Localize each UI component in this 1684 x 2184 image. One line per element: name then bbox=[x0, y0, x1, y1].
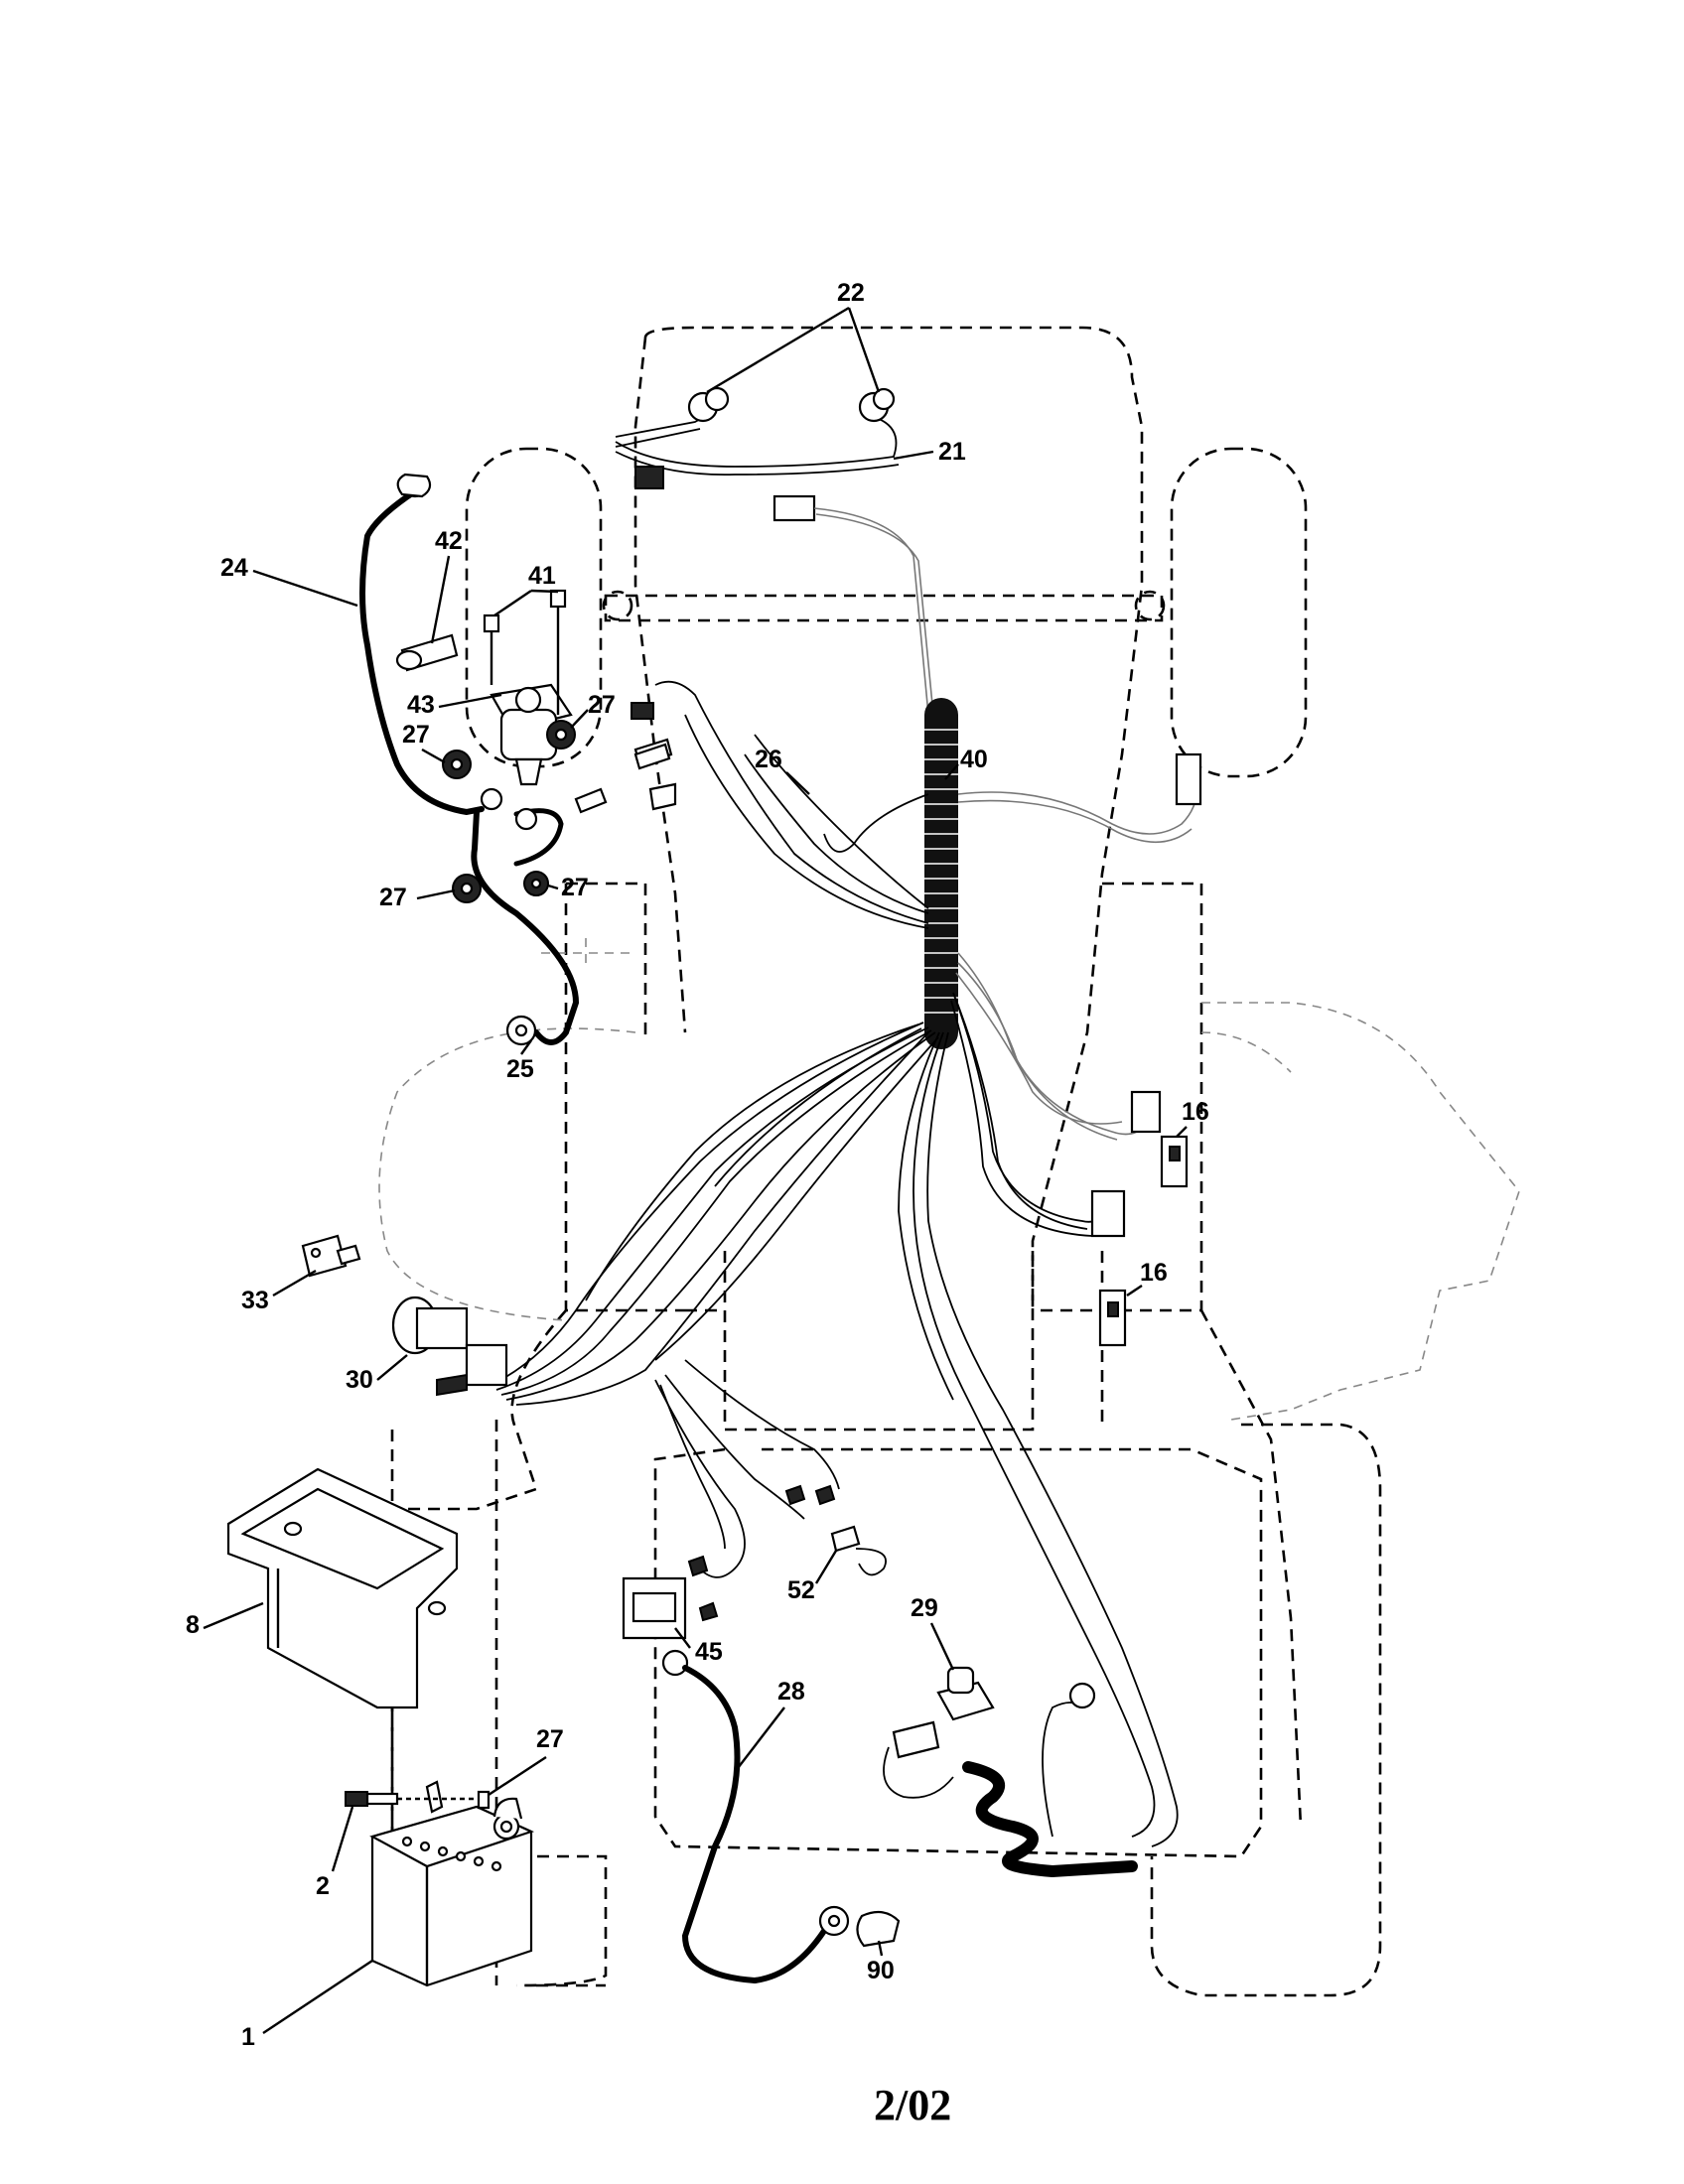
ground-cable bbox=[681, 1665, 837, 1984]
callout-2: 2 bbox=[316, 1872, 330, 1900]
lower-center-components bbox=[622, 1484, 901, 1984]
main-harness-loom bbox=[491, 680, 1202, 1847]
light-connector-52 bbox=[830, 1525, 861, 1553]
bolt-2 bbox=[345, 1791, 368, 1807]
callout-22: 22 bbox=[837, 279, 865, 307]
date-code: 2/02 bbox=[874, 2081, 951, 2129]
callout-43: 43 bbox=[407, 691, 435, 719]
callout-1: 1 bbox=[241, 2023, 255, 2051]
terminal-boot bbox=[856, 1910, 901, 1948]
switch-16-lower bbox=[1098, 1289, 1127, 1347]
callout-16-a: 16 bbox=[1182, 1098, 1209, 1126]
callout-8: 8 bbox=[186, 1611, 200, 1639]
callout-27-b: 27 bbox=[588, 691, 616, 719]
callout-45: 45 bbox=[695, 1638, 723, 1666]
ignition-key bbox=[301, 1234, 348, 1278]
ignition-assembly bbox=[301, 1234, 508, 1397]
battery bbox=[345, 1780, 535, 1987]
headlight-harness bbox=[615, 386, 934, 716]
callout-28: 28 bbox=[777, 1678, 805, 1706]
rear-right-components bbox=[883, 1666, 1138, 1878]
callout-52: 52 bbox=[787, 1576, 815, 1604]
battery-tray bbox=[226, 1467, 459, 1709]
harness-plug-front bbox=[772, 494, 816, 522]
connector-right-lower bbox=[1090, 1189, 1126, 1238]
callout-30: 30 bbox=[346, 1366, 373, 1394]
callout-16-b: 16 bbox=[1140, 1259, 1168, 1287]
callout-27-d: 27 bbox=[561, 874, 589, 901]
callout-27-e: 27 bbox=[536, 1725, 564, 1753]
callout-42: 42 bbox=[435, 527, 463, 555]
callouts: 22 21 24 42 41 43 27 27 27 27 26 40 bbox=[186, 279, 1209, 2051]
connector-right-upper bbox=[1130, 1090, 1162, 1134]
connector-right-front bbox=[1175, 752, 1202, 806]
callout-24: 24 bbox=[220, 554, 248, 582]
callout-40: 40 bbox=[960, 746, 988, 773]
callout-41: 41 bbox=[528, 562, 556, 590]
callout-27-c: 27 bbox=[379, 884, 407, 911]
solenoid-assembly bbox=[359, 473, 671, 1046]
callout-27-a: 27 bbox=[402, 721, 430, 749]
callout-29: 29 bbox=[911, 1594, 938, 1622]
callout-33: 33 bbox=[241, 1287, 269, 1314]
headlight-connector bbox=[634, 466, 664, 489]
callout-21: 21 bbox=[938, 438, 966, 466]
callout-26: 26 bbox=[755, 746, 782, 773]
callout-90: 90 bbox=[867, 1957, 895, 1984]
callout-25: 25 bbox=[506, 1055, 534, 1083]
